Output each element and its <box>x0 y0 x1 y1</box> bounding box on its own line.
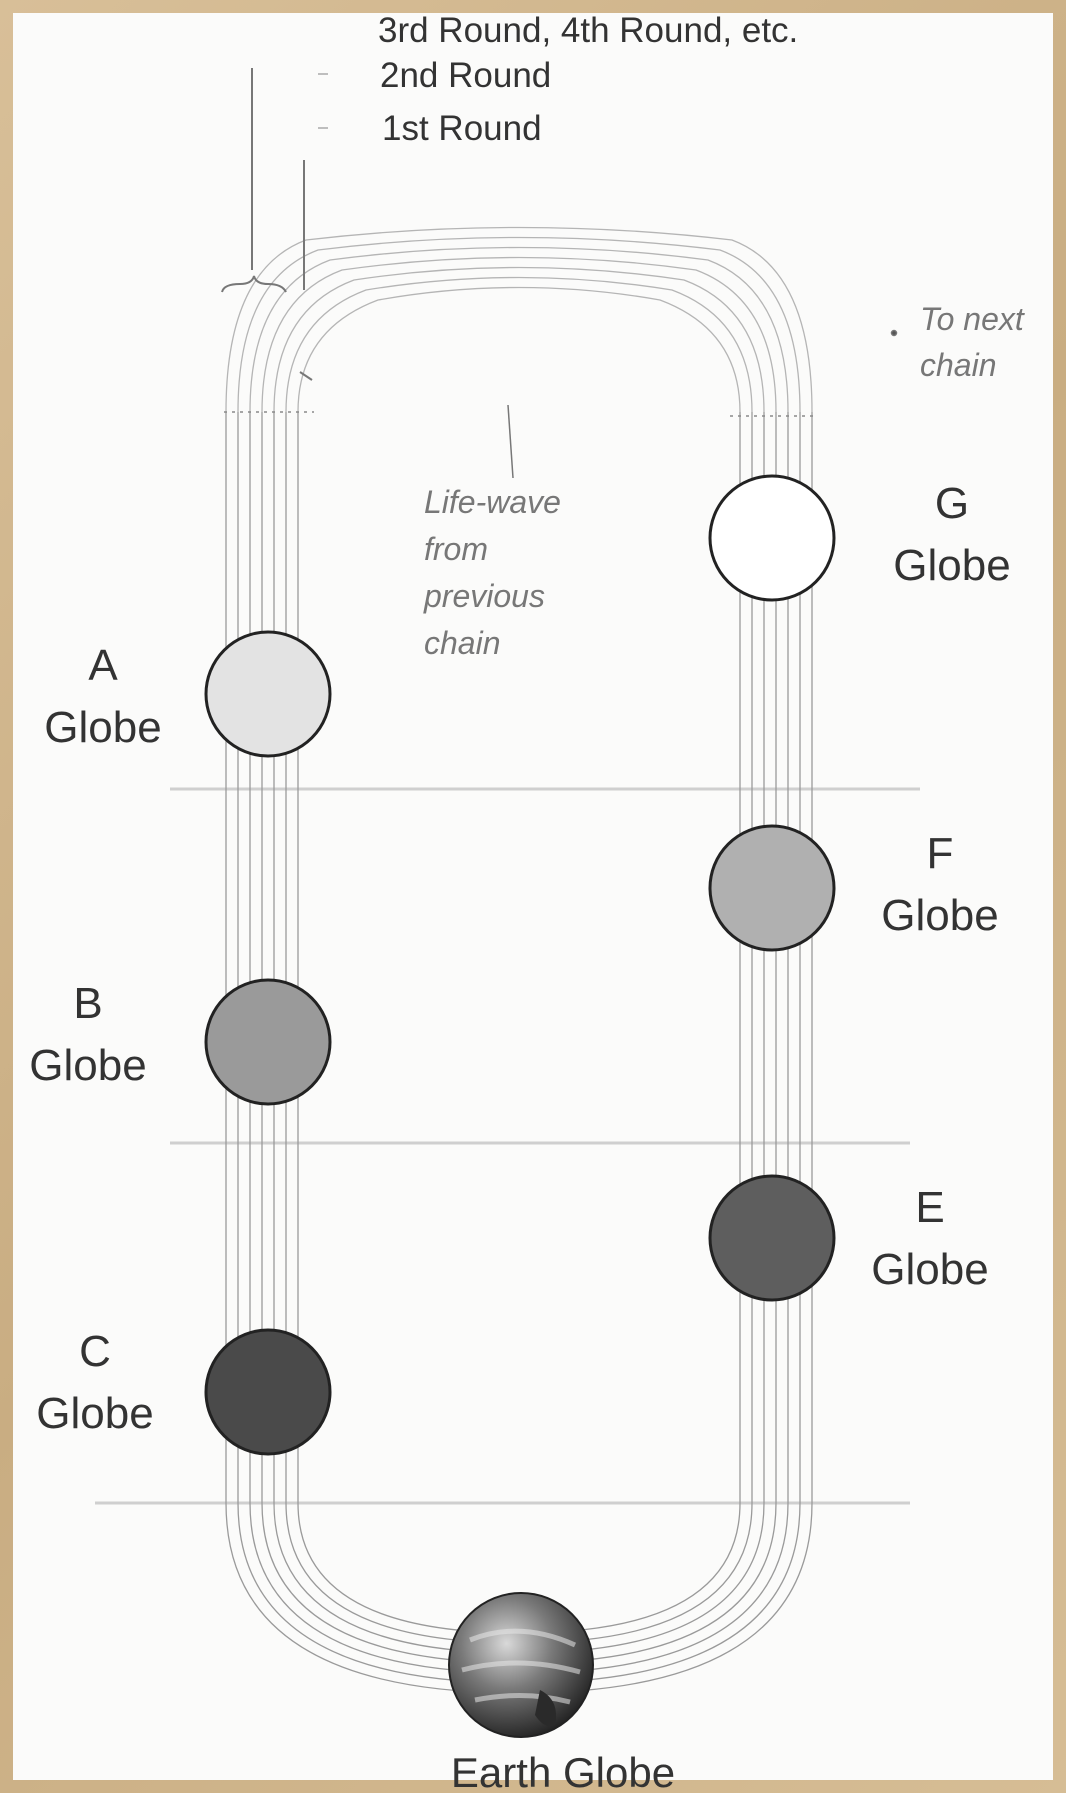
track-ticks <box>224 411 815 417</box>
plane-dividers <box>95 787 920 1505</box>
next-chain-line: To next <box>920 301 1025 337</box>
globe-e-letter: E <box>915 1183 944 1232</box>
round-track-arch <box>297 286 741 413</box>
lifewave-note: Life-wave from previous chain <box>423 484 561 661</box>
round-bracket <box>221 68 313 381</box>
globe-e-word: Globe <box>871 1245 988 1294</box>
round-label-third-plus: 3rd Round, 4th Round, etc. <box>378 11 798 50</box>
next-chain-note: To next chain <box>920 301 1025 383</box>
globe-b-letter: B <box>73 979 102 1028</box>
lifewave-line: previous <box>423 578 545 614</box>
earth-globe <box>448 1592 594 1738</box>
globe-a-word: Globe <box>44 703 161 752</box>
globe-b-word: Globe <box>29 1041 146 1090</box>
globe-f-letter: F <box>927 829 954 878</box>
globe-b <box>204 978 332 1106</box>
globe-c <box>204 1328 332 1456</box>
globe-a <box>204 630 332 758</box>
round-track-arch <box>273 266 765 413</box>
diagram-paper <box>13 13 1053 1780</box>
globe-f-word: Globe <box>881 891 998 940</box>
globe-g <box>708 474 836 602</box>
lifewave-line: chain <box>424 625 501 661</box>
globe-a-letter: A <box>88 641 118 690</box>
lifewave-line: from <box>424 531 488 567</box>
globe-f <box>708 824 836 952</box>
round-label-first: 1st Round <box>382 109 542 148</box>
round-track-arch <box>237 236 801 413</box>
globe-c-letter: C <box>79 1327 111 1376</box>
globe-c-word: Globe <box>36 1389 153 1438</box>
round-label-second: 2nd Round <box>380 56 551 95</box>
earth-globe-label: Earth Globe <box>451 1749 675 1793</box>
round-track-arch <box>285 276 753 413</box>
round-track-arch <box>249 246 789 413</box>
globe-e <box>708 1174 836 1302</box>
note-pointers <box>318 73 898 479</box>
next-chain-line: chain <box>920 347 997 383</box>
round-track-arch <box>225 226 813 413</box>
round-tracks <box>225 226 813 1694</box>
globe-g-letter: G <box>935 479 969 528</box>
lifewave-line: Life-wave <box>424 484 561 520</box>
globe-g-word: Globe <box>893 541 1010 590</box>
round-track-arch <box>261 256 777 413</box>
